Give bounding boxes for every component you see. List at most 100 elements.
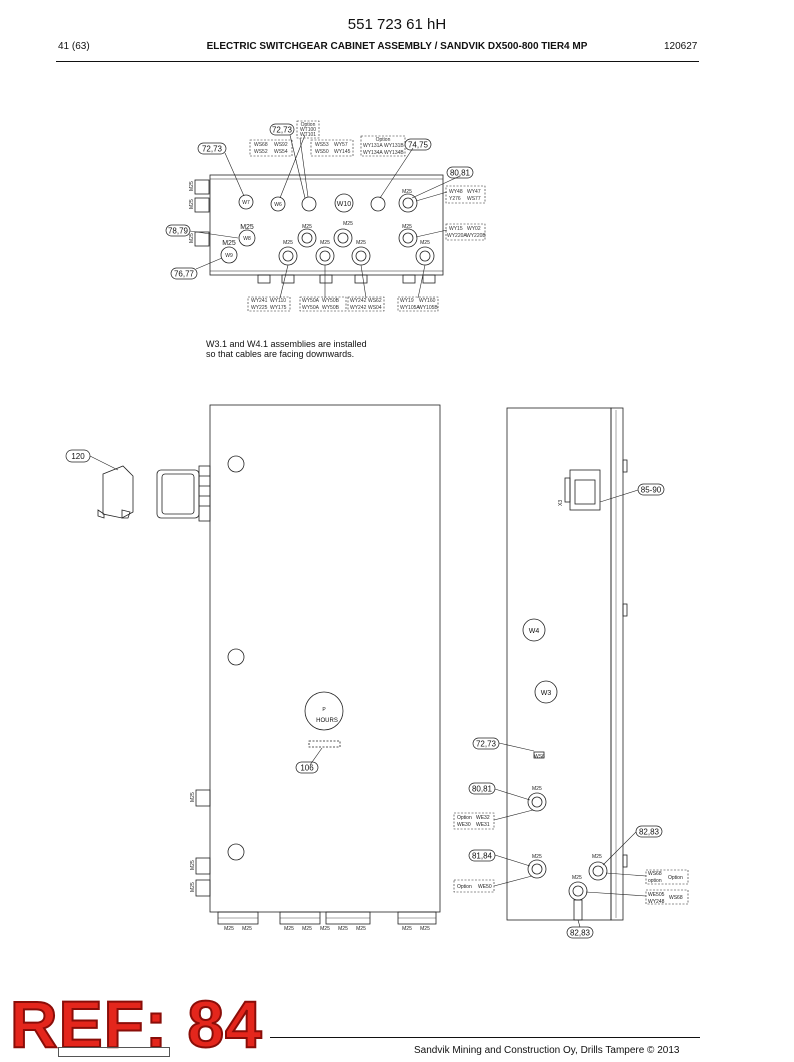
wire-label: WS92 <box>274 142 288 148</box>
front-view-callout-bubbles <box>65 449 319 774</box>
gland-label: M25 <box>190 860 196 870</box>
document-number: 551 723 61 hH <box>347 16 447 33</box>
wire-label: WY57 <box>334 142 348 148</box>
gland-label: M25 <box>338 926 348 932</box>
hour-meter-p: P <box>322 707 326 713</box>
gland-label: M25 <box>222 240 236 247</box>
front-view-bottom-labels: M25 M25 M25 M25 M25 M25 M25 M25 M25 <box>224 926 430 932</box>
copyright: Sandvik Mining and Construction Oy, Dril… <box>414 1045 680 1056</box>
connector-120 <box>97 465 211 522</box>
option-label: Option <box>457 815 472 821</box>
top-view-gland-text: W7 W6 W10 W8 W9 M25 M25 M25 M25 M25 M25 … <box>222 189 430 259</box>
side-view-labels: 85-90 72,73 80,81 81,84 82,83 82,83 W4 W… <box>472 486 662 938</box>
wire-label: WY131B <box>384 143 404 149</box>
wire-label: WY131A <box>363 143 383 149</box>
callout-106: 106 <box>300 764 314 773</box>
top-view-leaders <box>189 134 461 299</box>
wire-label: WY105B <box>418 305 438 311</box>
gland-label: M25 <box>420 926 430 932</box>
wire-label: WY225 <box>251 305 268 311</box>
wire-label: WS50 <box>315 149 329 155</box>
option-label: WE32 <box>476 815 490 821</box>
gland-label: M25 <box>224 926 234 932</box>
option-note: WT101 <box>300 132 316 138</box>
option-note: WT100 <box>300 127 316 133</box>
wire-label: WS04 <box>368 305 382 311</box>
wire-label: WY50A <box>302 305 320 311</box>
callout-72-73-b: 72,73 <box>202 145 223 154</box>
wire-label: WS53 <box>315 142 329 148</box>
front-view-cabinet <box>195 404 441 925</box>
callout-74-75: 74,75 <box>408 141 429 150</box>
gland-label: M25 <box>302 926 312 932</box>
option-label: WE50 <box>478 884 492 890</box>
gland-label: M25 <box>402 926 412 932</box>
gland-label: M25 <box>190 882 196 892</box>
gland-label: M25 <box>343 221 353 227</box>
wire-label: WY242 <box>350 305 367 311</box>
gland-label: M25 <box>420 240 430 246</box>
option-label: WS68 <box>648 871 662 877</box>
side-view-small-text: X3 WS6 M25 M25 M25 M25 Option WE32 WE30 … <box>457 500 683 905</box>
callout-80-81: 80,81 <box>472 785 493 794</box>
wire-label: WS54 <box>274 149 288 155</box>
callout-85-90: 85-90 <box>641 486 662 495</box>
side-view-cabinet <box>506 407 628 921</box>
gland-label: M25 <box>302 224 312 230</box>
document-title: ELECTRIC SWITCHGEAR CABINET ASSEMBLY / S… <box>206 41 588 52</box>
gland-label: M25 <box>284 926 294 932</box>
hour-meter-hours: HOURS <box>316 718 338 724</box>
gland-label: M25 <box>320 926 330 932</box>
top-view-wire-boxes <box>247 120 486 312</box>
wire-label: WY241 <box>251 298 268 304</box>
wire-label: WS68 <box>254 142 268 148</box>
document-date: 120627 <box>664 41 698 52</box>
front-view-labels: 120 106 P HOURS <box>71 452 338 773</box>
small-label: M25 <box>532 786 542 792</box>
gland-label: M25 <box>242 926 252 932</box>
wire-label: WY15 <box>449 226 463 232</box>
gland-label: M25 <box>189 233 195 243</box>
wire-label: WY50B <box>322 298 340 304</box>
gland-label: M25 <box>356 240 366 246</box>
callout-76-77: 76,77 <box>174 270 195 279</box>
gland-label: W8 <box>243 236 251 242</box>
gland-label: M25 <box>240 224 254 231</box>
callout-81-84: 81,84 <box>472 852 493 861</box>
wire-label: WS62 <box>368 298 382 304</box>
connector-x3: X3 <box>558 500 564 506</box>
top-view-cabinet <box>194 174 444 284</box>
gland-label: M25 <box>402 189 412 195</box>
callout-82-83-a: 82,83 <box>639 828 660 837</box>
gland-label: M25 <box>189 199 195 209</box>
wire-label: WY160 <box>419 298 436 304</box>
gland-label: W10 <box>337 201 352 208</box>
wire-label: WS52 <box>254 149 268 155</box>
callout-72-73-a: 72,73 <box>272 126 293 135</box>
option-label: WE505 <box>648 892 665 898</box>
gland-label: W6 <box>274 202 282 208</box>
option-label: WE30 <box>457 822 471 828</box>
page-count: 41 (63) <box>58 41 90 52</box>
wire-label: WY47 <box>467 189 481 195</box>
gland-label: M25 <box>190 792 196 802</box>
wire-label: WY242 <box>350 298 367 304</box>
wire-label: WY175 <box>270 305 287 311</box>
option-label: WE31 <box>476 822 490 828</box>
wire-label: WY50B <box>322 305 340 311</box>
gland-w4: W4 <box>529 628 540 635</box>
small-label: WS6 <box>534 754 545 760</box>
wire-label: WY50A <box>302 298 320 304</box>
wire-label: WY48 <box>449 189 463 195</box>
option-label: WS68 <box>669 895 683 901</box>
header-rule <box>56 61 699 62</box>
footer-rule <box>270 1037 700 1038</box>
option-label: WY248 <box>648 899 665 905</box>
gland-label: M25 <box>320 240 330 246</box>
wire-label: WY220B <box>466 233 486 239</box>
callout-120: 120 <box>71 452 85 461</box>
wire-label: WY02 <box>467 226 481 232</box>
gland-w3: W3 <box>541 690 552 697</box>
option-label: Option <box>668 875 683 881</box>
